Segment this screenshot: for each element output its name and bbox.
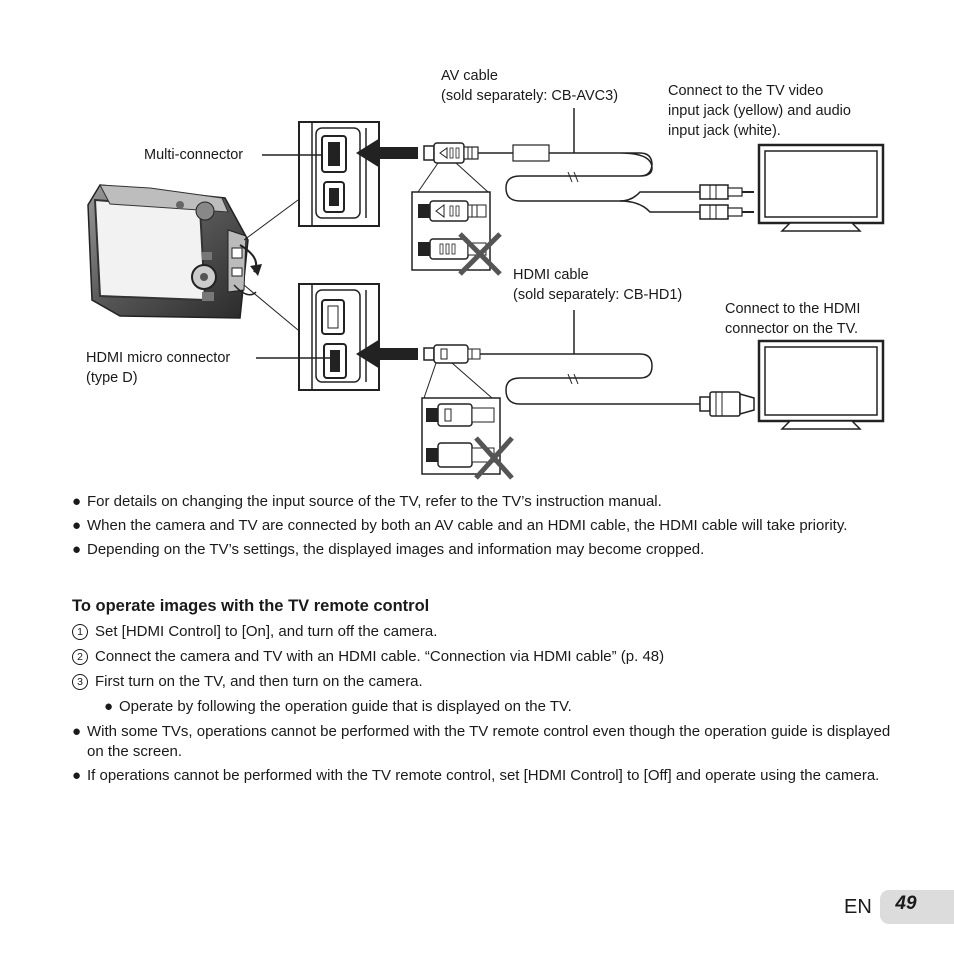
step-item: 2 Connect the camera and TV with an HDMI… [72, 647, 902, 667]
tv-video-label-1: Connect to the TV video [668, 83, 824, 99]
av-cable-model-label: (sold separately: CB-AVC3) [441, 88, 619, 104]
av-cable-label: AV cable [441, 68, 498, 84]
step-item: 1 Set [HDMI Control] to [On], and turn o… [72, 622, 902, 642]
language-label: EN [844, 896, 872, 918]
rca-plugs [699, 184, 754, 220]
connection-illustration [87, 108, 885, 480]
note-text: With some TVs, operations cannot be perf… [87, 723, 891, 760]
step-number: 1 [72, 624, 88, 640]
sub-note-text: Operate by following the operation guide… [119, 698, 572, 715]
camera-illustration [87, 184, 262, 319]
note-item: ● When the camera and TV are connected b… [72, 516, 902, 536]
insert-arrow-lower [356, 339, 418, 369]
tv-hdmi-label-2: connector on the TV. [725, 321, 859, 337]
hdmi-micro-label-2: (type D) [86, 370, 138, 386]
step-text: First turn on the TV, and then turn on t… [95, 673, 423, 690]
step-number: 3 [72, 674, 88, 690]
bullet-icon: ● [72, 541, 82, 558]
step-text: Connect the camera and TV with an HDMI c… [95, 648, 665, 665]
bullet-icon: ● [72, 767, 82, 784]
notes-list: ● For details on changing the input sour… [72, 492, 902, 564]
connection-diagram: AV cable (sold separately: CB-AVC3) Conn… [86, 68, 885, 480]
hdmi-cable-model-label: (sold separately: CB-HD1) [513, 287, 683, 303]
step-sub-note: ● Operate by following the operation gui… [72, 697, 902, 717]
av-plug [423, 142, 479, 164]
insert-arrow-upper [356, 138, 418, 168]
note-text: When the camera and TV are connected by … [87, 517, 848, 534]
note-item: ● For details on changing the input sour… [72, 492, 902, 512]
hdmi-plug [699, 391, 755, 417]
bullet-icon: ● [72, 517, 82, 534]
page-number-tab: 49 [880, 890, 954, 924]
tv-video-label-3: input jack (white). [668, 123, 781, 139]
note-item: ● If operations cannot be performed with… [72, 766, 902, 786]
tv-hdmi-label-1: Connect to the HDMI [725, 301, 861, 317]
step-number: 2 [72, 649, 88, 665]
note-item: ● Depending on the TV’s settings, the di… [72, 540, 902, 560]
note-item: ● With some TVs, operations cannot be pe… [72, 722, 902, 762]
hdmi-port-panel [298, 283, 380, 391]
av-plug-correct [418, 200, 487, 222]
bullet-icon: ● [104, 698, 114, 715]
tv-lower [757, 339, 885, 430]
section-heading: To operate images with the TV remote con… [72, 597, 430, 615]
step-item: 3 First turn on the TV, and then turn on… [72, 672, 902, 692]
tv-video-label-2: input jack (yellow) and audio [668, 103, 851, 119]
note-text: Depending on the TV’s settings, the disp… [87, 541, 705, 558]
hdmi-plug-correct [426, 403, 495, 427]
steps-list: 1 Set [HDMI Control] to [On], and turn o… [72, 622, 902, 790]
step-text: Set [HDMI Control] to [On], and turn off… [95, 623, 438, 640]
multi-connector-label: Multi-connector [144, 147, 244, 163]
cross-mark-icon [474, 436, 514, 480]
multi-connector-port-panel [298, 121, 380, 227]
tv-upper [757, 143, 885, 232]
bullet-icon: ● [72, 493, 82, 510]
hdmi-micro-label-1: HDMI micro connector [86, 350, 231, 366]
page-number: 49 [895, 893, 917, 914]
hdmi-micro-plug [423, 344, 481, 364]
note-text: If operations cannot be performed with t… [87, 767, 880, 784]
hdmi-cable-label: HDMI cable [513, 267, 589, 283]
note-text: For details on changing the input source… [87, 493, 662, 510]
cross-mark-icon [458, 232, 502, 276]
bullet-icon: ● [72, 723, 82, 740]
